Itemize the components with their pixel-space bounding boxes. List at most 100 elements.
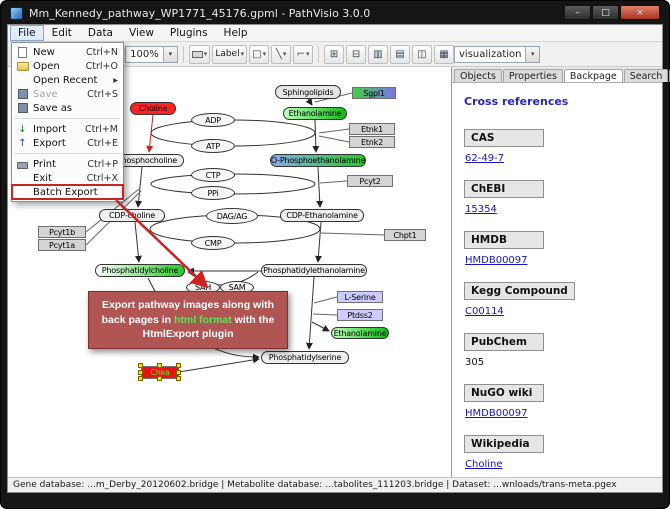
- node-phosphatidylserine[interactable]: Phosphatidylserine: [261, 351, 349, 364]
- selection-handle[interactable]: [176, 369, 181, 375]
- node-cdp-choline[interactable]: CDP-choline: [99, 209, 165, 222]
- visualization-combobox[interactable]: visualization ▾: [454, 45, 541, 63]
- menu-edit[interactable]: Edit: [51, 27, 72, 39]
- connector-tool-button[interactable]: ⌐▾: [293, 44, 314, 64]
- window-controls: – □ ×: [564, 5, 660, 20]
- crossref-link[interactable]: HMDB00097: [465, 408, 528, 419]
- chevron-down-icon[interactable]: ▾: [525, 46, 540, 62]
- node-choline[interactable]: Choline: [130, 102, 176, 115]
- node-adp[interactable]: ADP: [191, 113, 235, 127]
- maximize-button[interactable]: □: [592, 5, 619, 20]
- node-ctp[interactable]: CTP: [191, 168, 235, 182]
- zoom-value: 100%: [130, 48, 159, 60]
- set-common-width-button[interactable]: ◫: [412, 44, 433, 64]
- menu-plugins[interactable]: Plugins: [169, 27, 208, 39]
- tab-properties[interactable]: Properties: [502, 69, 563, 82]
- tab-objects[interactable]: Objects: [454, 69, 502, 82]
- genebox-icon: [191, 50, 203, 58]
- node-pcyt1b[interactable]: Pcyt1b: [38, 226, 86, 238]
- app-icon: [10, 7, 23, 20]
- menu-help[interactable]: Help: [223, 27, 248, 39]
- node-phosphatidylethanolamine[interactable]: Phosphatidylethanolamine: [261, 264, 367, 277]
- menu-shortcut: Ctrl+X: [86, 172, 118, 184]
- zoom-combobox[interactable]: 100% ▾: [125, 45, 178, 63]
- status-bar: Gene database: ...m_Derby_20120602.bridg…: [8, 477, 662, 492]
- close-button[interactable]: ×: [620, 5, 660, 20]
- menu-view[interactable]: View: [129, 27, 154, 39]
- crossref-link[interactable]: HMDB00097: [465, 255, 528, 266]
- label-tool-button[interactable]: Label▾: [212, 44, 248, 64]
- line-tool-button[interactable]: ╲▾: [271, 44, 292, 64]
- chevron-down-icon[interactable]: ▾: [162, 46, 177, 62]
- connector-tool-icon: ⌐: [296, 48, 306, 60]
- node-chpt1[interactable]: Chpt1: [384, 229, 426, 241]
- node-atp[interactable]: ATP: [191, 139, 235, 153]
- crossref-link[interactable]: C00114: [465, 306, 504, 317]
- shape-tool-button[interactable]: □▾: [249, 44, 270, 64]
- node-etnk1[interactable]: Etnk1: [349, 123, 395, 135]
- crossrefs-title: Cross references: [464, 95, 569, 108]
- menu-item-save-as[interactable]: Save as: [12, 101, 123, 115]
- gene-product-tool-button[interactable]: ▾: [188, 44, 211, 64]
- chevron-down-icon: ▾: [203, 50, 208, 58]
- crossref-link[interactable]: 15354: [465, 204, 497, 215]
- menu-item-batch-export[interactable]: Batch Export: [11, 184, 124, 200]
- tab-search[interactable]: Search: [623, 69, 669, 82]
- node-l-serine[interactable]: L-Serine: [337, 291, 383, 303]
- node-sphingolipids[interactable]: Sphingolipids: [275, 85, 341, 99]
- chevron-down-icon: ▾: [306, 50, 310, 58]
- node-pcyt1a[interactable]: Pcyt1a: [38, 239, 86, 251]
- node-sam[interactable]: SAM: [220, 281, 254, 294]
- node-ethanolamine[interactable]: Ethanolamine: [283, 107, 347, 120]
- menu-item-label: Exit: [33, 172, 52, 184]
- node-ethanolamine-2[interactable]: Ethanolamine: [331, 327, 389, 339]
- tab-backpage[interactable]: Backpage: [563, 69, 623, 82]
- menu-file[interactable]: File: [10, 25, 44, 41]
- crossref-link[interactable]: 62-49-7: [465, 153, 505, 164]
- blank-icon: [16, 74, 29, 86]
- selection-handle[interactable]: [176, 363, 181, 368]
- selection-handle[interactable]: [138, 376, 143, 381]
- node-dag[interactable]: DAG/AG: [206, 208, 258, 224]
- menu-item-open-recent[interactable]: Open Recent▸: [12, 73, 123, 87]
- selection-handle[interactable]: [138, 363, 143, 368]
- align-top-button[interactable]: ▤: [390, 44, 411, 64]
- menu-data[interactable]: Data: [87, 27, 113, 39]
- node-pcyt2[interactable]: Pcyt2: [347, 175, 393, 187]
- title-bar[interactable]: Mm_Kennedy_pathway_WP1771_45176.gpml - P…: [10, 4, 660, 23]
- menu-item-label: Export: [33, 137, 66, 149]
- node-o-phosphoethanolamine[interactable]: O-Phosphoethanolamine: [270, 154, 366, 167]
- selection-handle[interactable]: [157, 363, 162, 368]
- node-etnk2[interactable]: Etnk2: [349, 136, 395, 148]
- node-ptdss2[interactable]: Ptdss2: [337, 309, 383, 321]
- crossref-header: ChEBI: [464, 180, 544, 198]
- minimize-button[interactable]: –: [564, 5, 591, 20]
- node-ppi[interactable]: PPi: [191, 186, 235, 200]
- node-phosphatidylcholine[interactable]: Phosphatidylcholine: [95, 264, 185, 277]
- align-center-horizontal-button[interactable]: ⊞: [324, 44, 345, 64]
- menu-shortcut: Ctrl+E: [87, 137, 118, 149]
- selection-handle[interactable]: [157, 376, 162, 381]
- align-center-vertical-button[interactable]: ⊟: [346, 44, 367, 64]
- node-cdp-ethanolamine[interactable]: CDP-Ethanolamine: [280, 209, 364, 222]
- selection-handle[interactable]: [138, 369, 143, 375]
- node-cmp[interactable]: CMP: [191, 236, 235, 250]
- status-text: Gene database: ...m_Derby_20120602.bridg…: [13, 480, 617, 490]
- crossref-link[interactable]: Choline: [465, 459, 503, 470]
- set-common-height-button[interactable]: ▦: [434, 44, 455, 64]
- crossref-value: 305: [465, 357, 485, 368]
- align-left-button[interactable]: ▥: [368, 44, 389, 64]
- node-sgpl1[interactable]: Sgpl1: [352, 87, 396, 99]
- menu-item-exit[interactable]: Exit Ctrl+X: [12, 171, 123, 185]
- selection-handle[interactable]: [176, 376, 181, 381]
